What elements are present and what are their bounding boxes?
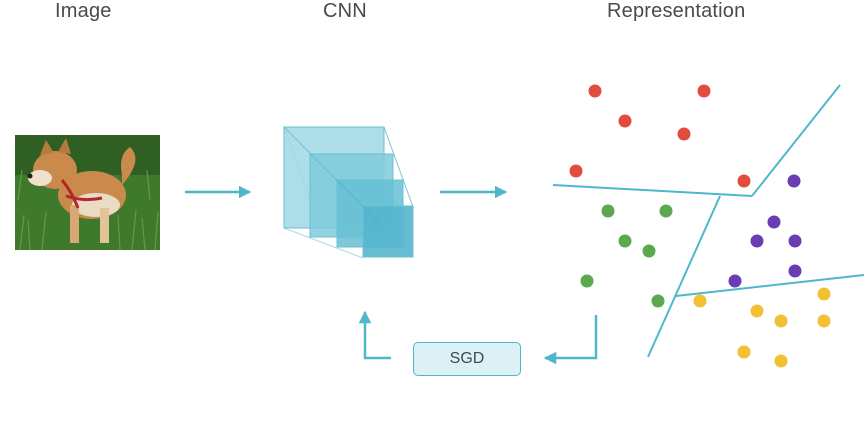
- red-cluster: [569, 84, 751, 188]
- data-point: [774, 314, 788, 328]
- data-point: [580, 274, 594, 288]
- data-point: [618, 114, 632, 128]
- green-cluster: [580, 204, 673, 308]
- data-point: [618, 234, 632, 248]
- data-point: [767, 215, 781, 229]
- data-point: [659, 204, 673, 218]
- data-point: [788, 264, 802, 278]
- data-point: [651, 294, 665, 308]
- data-point: [774, 354, 788, 368]
- data-point: [588, 84, 602, 98]
- arrow-sgd-to-cnn: [358, 310, 391, 360]
- cnn-stack-icon: [283, 126, 414, 259]
- image-title: Image: [55, 0, 112, 22]
- data-point: [737, 174, 751, 188]
- arrow-representation-to-sgd: [543, 315, 598, 365]
- sgd-label: SGD: [449, 350, 485, 367]
- data-point: [817, 287, 831, 301]
- data-point: [788, 234, 802, 248]
- sgd-box: SGD: [413, 342, 521, 376]
- yellow-cluster: [693, 287, 831, 368]
- data-point: [642, 244, 656, 258]
- data-point: [693, 294, 707, 308]
- data-point: [697, 84, 711, 98]
- data-point: [569, 164, 583, 178]
- purple-cluster: [728, 174, 802, 288]
- cnn-title: CNN: [323, 0, 367, 22]
- data-point: [750, 304, 764, 318]
- data-point: [728, 274, 742, 288]
- data-point: [750, 234, 764, 248]
- data-point: [787, 174, 801, 188]
- decision-boundaries: [552, 84, 864, 358]
- data-point: [737, 345, 751, 359]
- data-point: [601, 204, 615, 218]
- dog-photo: [15, 135, 160, 251]
- representation-title: Representation: [607, 0, 746, 22]
- data-point: [677, 127, 691, 141]
- data-point: [817, 314, 831, 328]
